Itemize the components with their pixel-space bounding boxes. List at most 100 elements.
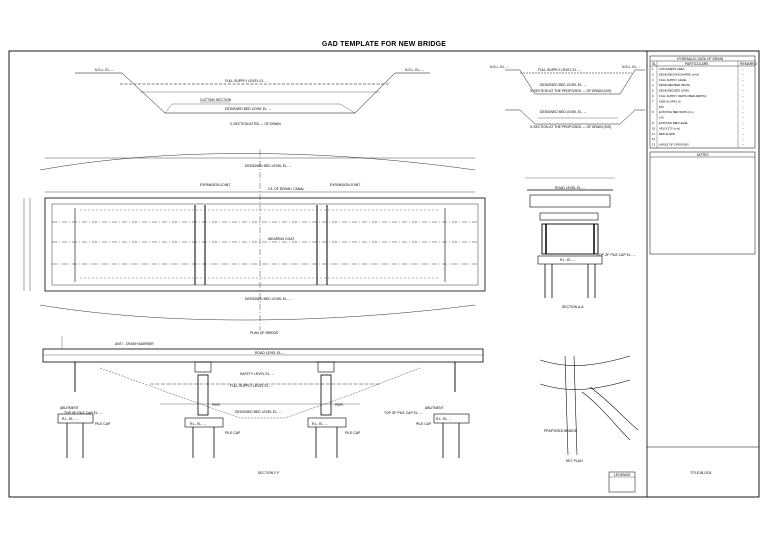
plan-designed-bed-bottom: DESIGNED BED LEVEL EL. -- xyxy=(245,297,291,301)
section-a-a xyxy=(525,177,615,298)
hydraulic-row-sl: 9 xyxy=(652,121,654,125)
section-a-road-level: ROAD LEVEL EL. -- xyxy=(555,186,585,190)
xsec-cutting-section: CUTTING SECTION xyxy=(200,98,232,102)
key-plan-proposed: PROPOSED BRIDGE xyxy=(544,429,578,433)
hydraulic-row-particular: DESIGNED DISCHARGE (m³/s) xyxy=(659,72,699,76)
hydraulic-row-particular: BED SLOPE xyxy=(659,132,675,136)
xsec-full-supply: FULL SUPPLY LEVEL EL. -- xyxy=(225,79,268,83)
elev-top-pile-cap-right: TOP OF PILE CAP EL. -- xyxy=(384,411,422,415)
elev-pile-cap-4: PILE CAP xyxy=(416,422,432,426)
hydraulic-row-particular: FULL SUPPLY DEPTH (BED-DEPTH) xyxy=(659,94,706,98)
hydraulic-row-remark: -- xyxy=(742,116,744,120)
mini-caption-1: X-SECTION AT THE PROPOSED --- OF DRAIN (… xyxy=(530,89,611,93)
notes-title: NOTES xyxy=(697,153,709,157)
hydraulic-row-sl: 4 xyxy=(652,83,654,87)
elev-anti-crash: ANTI - CRASH BARRIER xyxy=(115,342,154,346)
elev-abutment-left: ABUTMENT xyxy=(60,406,79,410)
section-a-pile-cap: TOP OF PILE CAP EL. -- xyxy=(597,253,635,257)
plan-caption: PLAN OF BRIDGE xyxy=(250,331,279,335)
hydraulic-row-remark: -- xyxy=(742,89,744,93)
hydraulic-header-particulars: PARTICULARS xyxy=(685,62,709,66)
plan-of-bridge xyxy=(23,150,486,330)
hydraulic-row-remark: -- xyxy=(742,78,744,82)
hydraulic-row-sl: 1 xyxy=(652,67,654,71)
plan-centerline: C/L OF DRAIN / CANAL xyxy=(268,187,305,191)
hydraulic-row-remark: -- xyxy=(742,110,744,114)
mini-sections xyxy=(505,69,645,125)
hydraulic-row-particular: CATCHMENT AREA xyxy=(659,67,685,71)
legend-title: LEGENDS xyxy=(614,473,631,477)
hydraulic-row-sl: 12 xyxy=(652,137,656,141)
hydraulic-row-sl: 2 xyxy=(652,72,654,76)
xsec-designed-bed: DESIGNED BED LEVEL EL. -- xyxy=(225,107,271,111)
hydraulic-row-remark: -- xyxy=(742,143,744,147)
elev-designed-bed: DESIGNED BED LEVEL EL. -- xyxy=(235,410,281,414)
hydraulic-row-remark: -- xyxy=(742,67,744,71)
mini-top-fsl: FULL SUPPLY LEVEL EL. -- xyxy=(538,68,581,72)
mini-nsl-right: N.S.L. EL. -- xyxy=(622,65,641,69)
hydraulic-row-remark: -- xyxy=(742,121,744,125)
hydraulic-row-particular: SIDE SLOPE L/S xyxy=(659,99,681,103)
hydraulic-row-particular: ANGLE OF CROSSING xyxy=(659,143,689,147)
hydraulic-row-sl: 11 xyxy=(652,132,655,136)
section-a-rl: R.L. EL. -- xyxy=(560,258,575,262)
elev-rl-4: R.L. EL. -- xyxy=(436,417,451,421)
notes-box xyxy=(649,151,756,255)
hydraulic-row-sl: 3 xyxy=(652,78,654,82)
mini-top-bed: DESIGNED BED LEVEL EL. -- xyxy=(540,83,586,87)
elev-top-pile-cap-left: TOP OF PILE CAP EL. -- xyxy=(64,411,102,415)
sheet-title: GAD TEMPLATE FOR NEW BRIDGE xyxy=(321,41,447,48)
plan-wearing-coat: WEARING COAT xyxy=(268,237,294,241)
hydraulic-row-sl: 10 xyxy=(652,126,656,130)
hydraulic-row-remark: -- xyxy=(742,132,744,136)
hydraulic-row-remark: -- xyxy=(742,137,744,141)
hydraulic-row-particular: FULL SUPPLY LEVEL xyxy=(659,78,687,82)
hydraulic-row-sl: 13 xyxy=(652,143,656,147)
xsec-caption: X-SECTION AT RD --- OF DRAIN xyxy=(230,122,281,126)
elev-pile-cap-3: PILE CAP xyxy=(345,431,361,435)
hydraulic-row-remark: -- xyxy=(742,105,744,109)
xsec-nsl-right: N.S.L. EL. -- xyxy=(405,68,424,72)
title-block-label: TITLE BLOCK xyxy=(690,471,712,475)
hydraulic-row-particular: EXISTING BED LEVEL xyxy=(659,121,689,125)
section-a-caption: SECTION A-A xyxy=(562,305,584,309)
mini-nsl-left: N.S.L. EL. -- xyxy=(490,65,509,69)
hydraulic-row-sl: 5 xyxy=(652,89,654,93)
elev-pier-right: PIER xyxy=(335,403,343,407)
elev-full-supply: FULL SUPPLY LEVEL EL. -- xyxy=(230,384,273,388)
plan-expansion-left: EXPANSION JOINT xyxy=(200,183,230,187)
hydraulic-row-particular: U/S xyxy=(659,116,664,120)
elev-pier-left: PIER xyxy=(212,403,220,407)
elev-pile-cap-1: PILE CAP xyxy=(95,422,111,426)
elev-pile-cap-2: PILE CAP xyxy=(225,431,241,435)
sheet-border xyxy=(8,50,760,498)
key-plan-caption: KEY PLAN xyxy=(566,459,583,463)
mini-bottom-bed: DESIGNED BED LEVEL EL. -- xyxy=(540,110,586,114)
hydraulic-data-table xyxy=(649,55,756,149)
cross-section-drain xyxy=(75,72,430,114)
plan-designed-bed-top: DESIGNED BED LEVEL EL. -- xyxy=(245,164,291,168)
hydraulic-table-rows: 1 CATCHMENT AREA -- 2 DESIGNED DISCHARGE (m³… xyxy=(652,67,744,147)
elev-road-level: ROAD LEVEL EL. -- xyxy=(255,351,285,355)
hydraulic-row-remark: -- xyxy=(742,99,744,103)
hydraulic-row-particular: DESIGNED BED WIDTH xyxy=(659,83,690,87)
hydraulic-row-particular: R/S xyxy=(659,105,664,109)
hydraulic-row-remark: -- xyxy=(742,94,744,98)
xsec-nsl-left: N.S.L. EL. -- xyxy=(95,68,114,72)
hydraulic-header-sl: SL xyxy=(652,62,656,66)
hydraulic-row-particular: DESIGNED BED LEVEL xyxy=(659,89,690,93)
plan-expansion-right: EXPANSION JOINT xyxy=(330,183,360,187)
elev-rl-2: R.L. EL. -- xyxy=(190,422,205,426)
elev-rl-1: R.L. EL. -- xyxy=(62,417,77,421)
hydraulic-row-particular: EXISTING BED WIDTH (m) xyxy=(659,110,694,114)
elev-safety-level: SAFETY LEVEL EL. -- xyxy=(240,372,274,376)
elevation-section-f-f xyxy=(42,336,484,458)
hydraulic-row-remark: -- xyxy=(742,126,744,130)
hydraulic-row-sl: 6 xyxy=(652,94,654,98)
hydraulic-row-sl: 7 xyxy=(652,99,654,103)
hydraulic-row-sl: 8 xyxy=(652,110,654,114)
elev-abutment-right: ABUTMENT xyxy=(425,406,444,410)
legend-box xyxy=(608,471,636,493)
hydraulic-table-title: HYDRAULIC DATA OF DRAIN xyxy=(677,57,724,61)
